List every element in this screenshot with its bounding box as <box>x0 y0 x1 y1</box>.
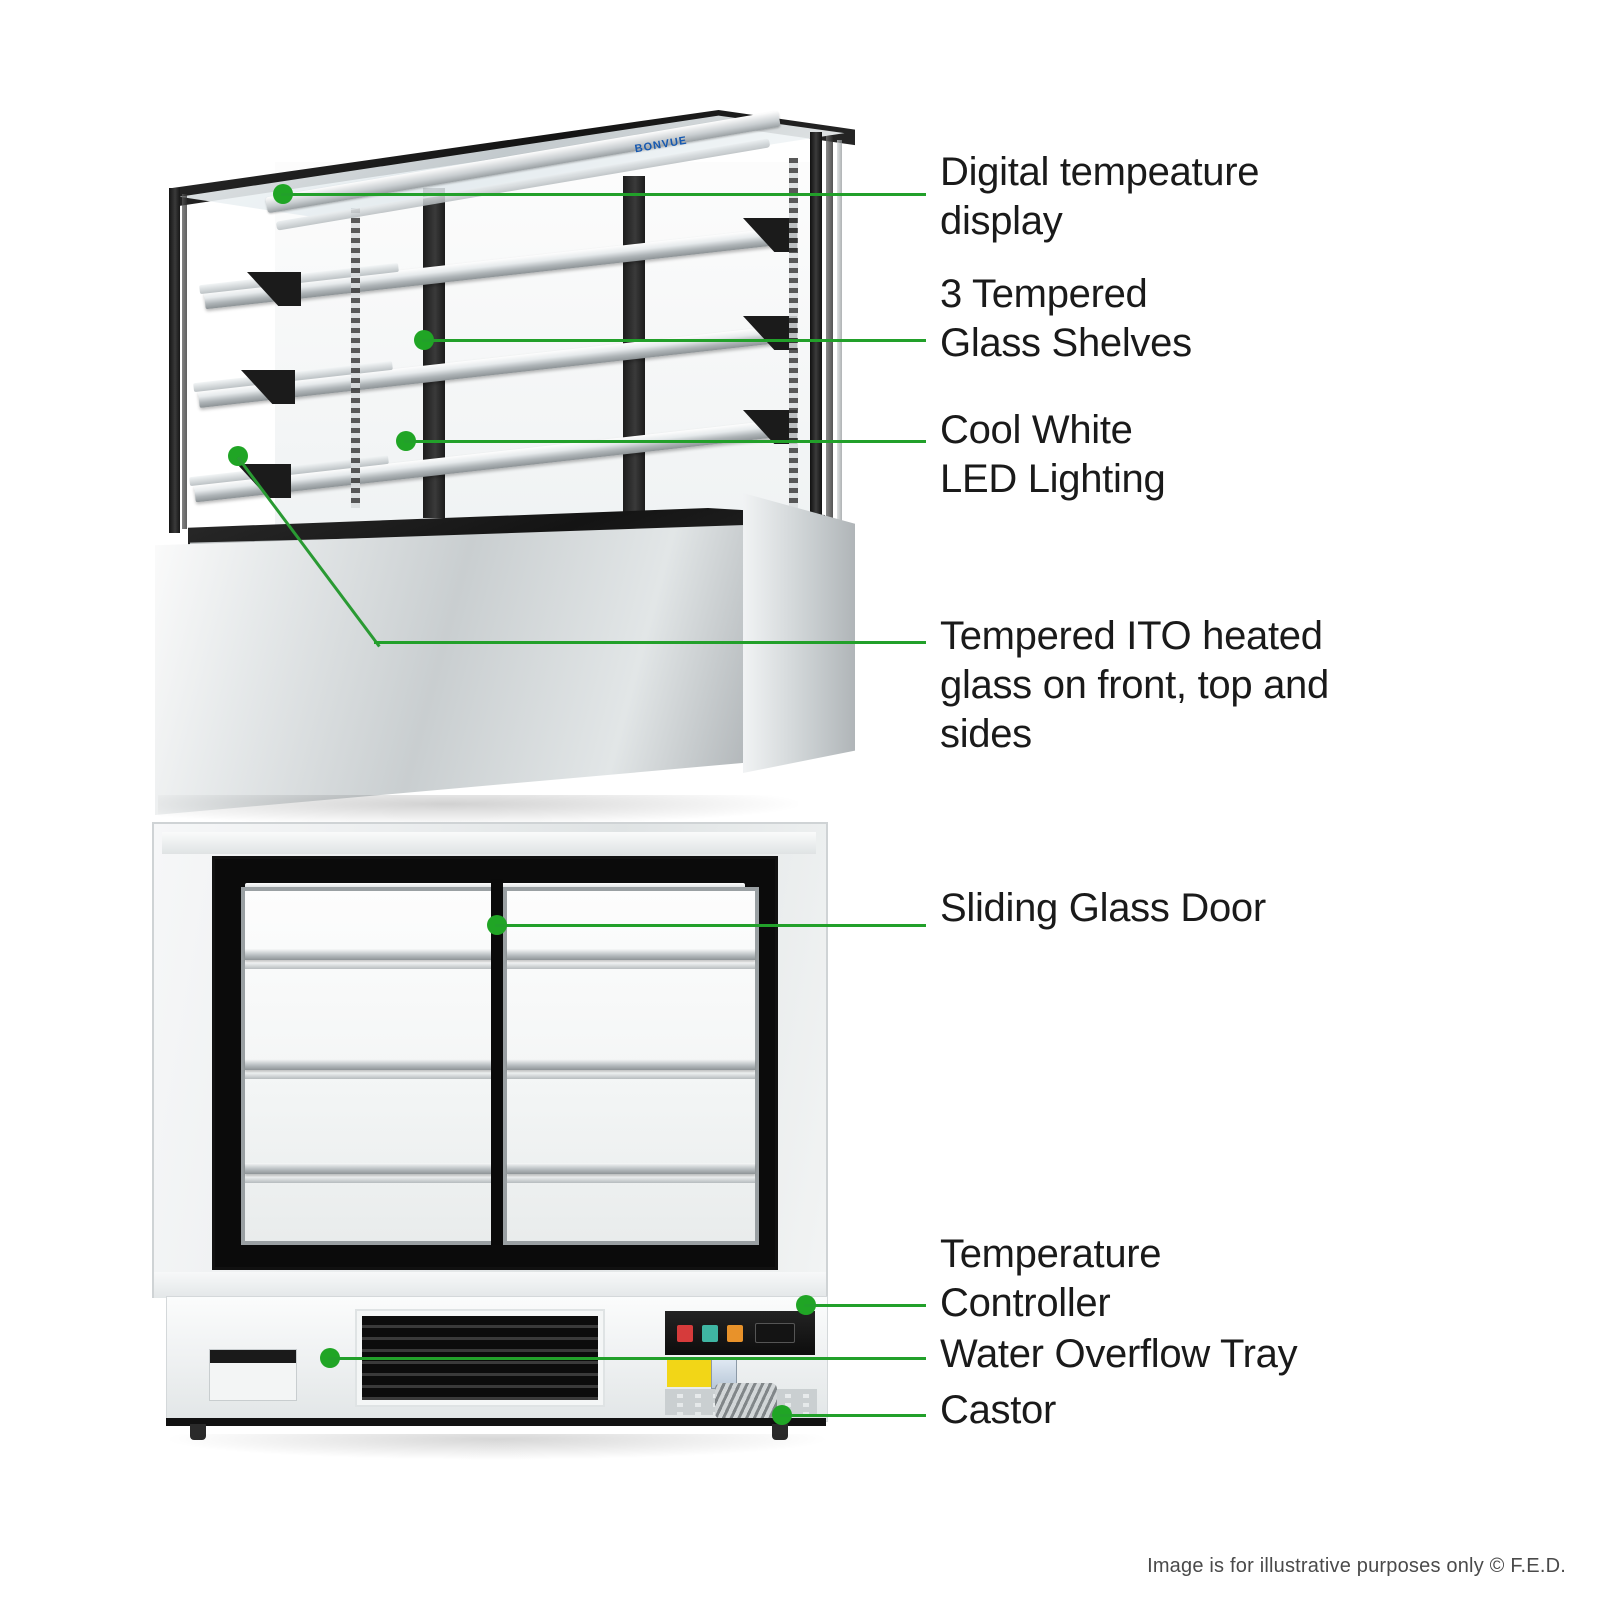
water-overflow-tray[interactable] <box>209 1349 297 1401</box>
callout-label-temperature-controller: Temperature Controller <box>940 1232 1162 1325</box>
callout-label-tempered-ito-heated-glass: Tempered ITO heated glass on front, top … <box>940 614 1329 756</box>
callout-label-tempered-glass-shelves: 3 Tempered Glass Shelves <box>940 272 1192 365</box>
callout-line-tempered-ito-heated-glass <box>374 641 926 644</box>
callout-line-digital-temperature-display <box>281 193 926 196</box>
cabinet-body <box>152 822 828 1298</box>
door-shelf-rail <box>245 949 493 960</box>
lower-front-panel <box>154 1272 826 1298</box>
door-shelf-rail <box>245 963 493 969</box>
glass-side-frame-right <box>810 132 822 542</box>
glass-side-frame-left <box>169 188 180 533</box>
drop-shadow <box>158 795 798 825</box>
callout-line-tempered-glass-shelves <box>422 339 926 342</box>
door-centre-stile <box>491 879 503 1245</box>
stainless-base-front <box>155 525 745 815</box>
door-shelf-rail <box>245 1163 493 1174</box>
illustrative-purposes-note: Image is for illustrative purposes only … <box>1147 1555 1566 1577</box>
callout-label-castor: Castor <box>940 1388 1057 1432</box>
digital-readout <box>755 1323 795 1343</box>
door-shelf-rail <box>245 1073 493 1079</box>
callout-label-water-overflow-tray: Water Overflow Tray <box>940 1332 1298 1376</box>
callout-line-water-overflow-tray <box>328 1357 926 1360</box>
base-plinth <box>166 1418 826 1426</box>
door-shelf-rail <box>245 1177 493 1183</box>
door-shelf-rail <box>507 1059 755 1070</box>
castor-right <box>772 1424 788 1440</box>
cabinet-top-trim <box>162 832 816 854</box>
stainless-base-side <box>743 493 855 773</box>
drop-shadow <box>162 1434 832 1460</box>
sliding-glass-door-left[interactable] <box>241 887 497 1245</box>
glass-side-pane-right-outer <box>837 140 842 532</box>
light-button[interactable] <box>727 1324 743 1342</box>
door-shelf-rail <box>507 963 755 969</box>
callout-line-castor <box>780 1414 926 1417</box>
sliding-glass-door-right[interactable] <box>503 887 759 1245</box>
door-shelf-rail <box>507 949 755 960</box>
callout-line-sliding-glass-door <box>495 924 926 927</box>
glass-side-pane-left <box>182 194 187 529</box>
door-shelf-rail <box>507 1177 755 1183</box>
castor-left <box>190 1424 206 1440</box>
door-shelf-rail <box>245 1059 493 1070</box>
shelf-support-strip <box>789 158 798 508</box>
product-image-perspective-view: BONVUE <box>140 95 870 825</box>
callout-label-sliding-glass-door: Sliding Glass Door <box>940 886 1266 930</box>
glass-side-pane-right <box>826 136 833 536</box>
door-shelf-rail <box>507 1073 755 1079</box>
compressor-coil <box>715 1383 777 1419</box>
callout-line-cool-white-led-lighting <box>404 440 926 443</box>
callout-label-digital-temperature-display: Digital tempeature display <box>940 150 1260 243</box>
shelf-support-strip <box>351 208 360 508</box>
door-shelf-rail <box>507 1163 755 1174</box>
callout-label-cool-white-led-lighting: Cool White LED Lighting <box>940 408 1166 501</box>
glass-cabinet-upper: BONVUE <box>155 110 855 554</box>
callout-line-temperature-controller <box>804 1304 926 1307</box>
defrost-button[interactable] <box>702 1324 718 1342</box>
temperature-controller-panel[interactable] <box>665 1311 815 1355</box>
alarm-button[interactable] <box>677 1324 693 1342</box>
